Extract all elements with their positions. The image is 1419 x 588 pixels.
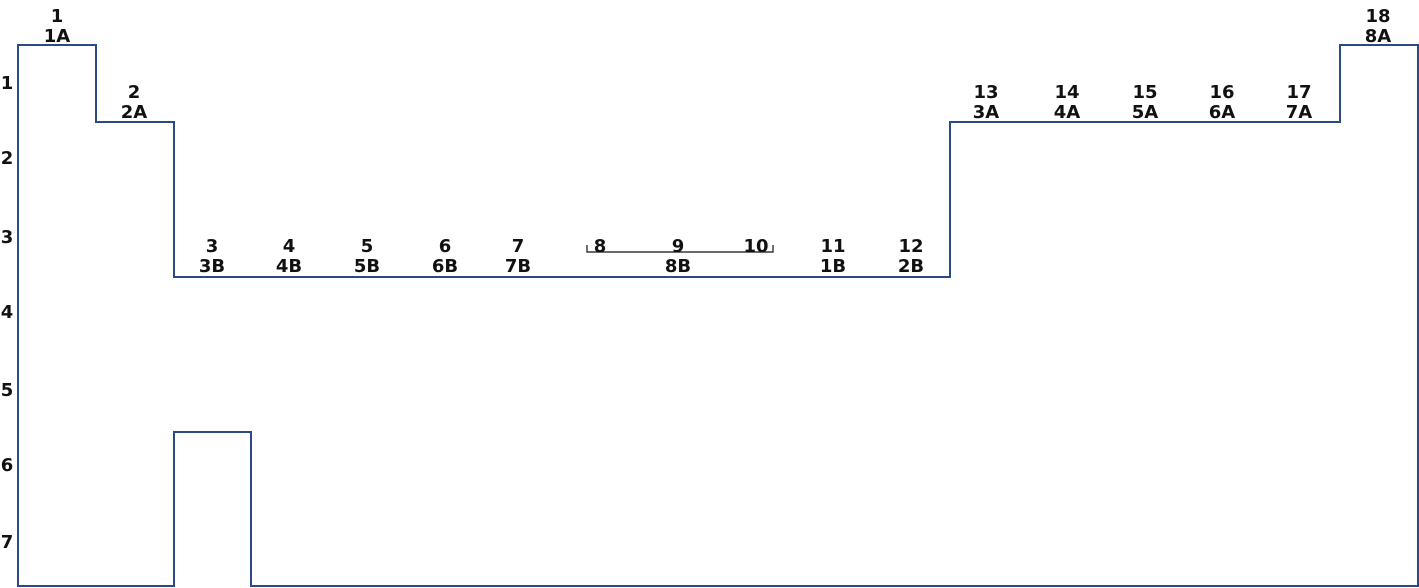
group-label-5b: 5B [354, 256, 380, 277]
group-label-5a: 5A [1132, 102, 1159, 123]
group-label-4b: 4B [276, 256, 302, 277]
group-number-11: 11 [820, 236, 845, 257]
period-label-6: 6 [1, 455, 14, 476]
period-label-2: 2 [1, 148, 14, 169]
group-number-5: 5 [361, 236, 374, 257]
group-label-6b: 6B [432, 256, 458, 277]
group-label-8a: 8A [1365, 26, 1392, 47]
group-number-9: 9 [672, 236, 685, 257]
group-number-16: 16 [1209, 82, 1234, 103]
group-label-2a: 2A [121, 102, 148, 123]
group-8b-bracket [586, 245, 774, 253]
group-label-3b: 3B [199, 256, 225, 277]
group-number-3: 3 [206, 236, 219, 257]
group-number-4: 4 [283, 236, 296, 257]
group-label-1a: 1A [44, 26, 71, 47]
group-label-8b: 8B [665, 256, 691, 277]
group-number-12: 12 [898, 236, 923, 257]
group-number-14: 14 [1054, 82, 1079, 103]
group-number-7: 7 [512, 236, 525, 257]
group-number-13: 13 [973, 82, 998, 103]
group-label-3a: 3A [973, 102, 1000, 123]
group-number-18: 18 [1365, 6, 1390, 27]
group-label-2b: 2B [898, 256, 924, 277]
group-label-4a: 4A [1054, 102, 1081, 123]
group-label-7a: 7A [1286, 102, 1313, 123]
group-label-6a: 6A [1209, 102, 1236, 123]
period-label-7: 7 [1, 532, 14, 553]
period-label-5: 5 [1, 380, 14, 401]
group-label-7b: 7B [505, 256, 531, 277]
group-number-15: 15 [1132, 82, 1157, 103]
table-outline [17, 44, 1419, 587]
period-label-3: 3 [1, 227, 14, 248]
period-label-4: 4 [1, 302, 14, 323]
period-label-1: 1 [1, 73, 14, 94]
period-labels: 1 2 3 4 5 6 7 [1, 73, 14, 553]
group-number-8: 8 [594, 236, 607, 257]
group-label-1b: 1B [820, 256, 846, 277]
group-number-1: 1 [51, 6, 64, 27]
group-number-2: 2 [128, 82, 141, 103]
group-number-17: 17 [1286, 82, 1311, 103]
group-number-6: 6 [439, 236, 452, 257]
group-number-10: 10 [743, 236, 768, 257]
